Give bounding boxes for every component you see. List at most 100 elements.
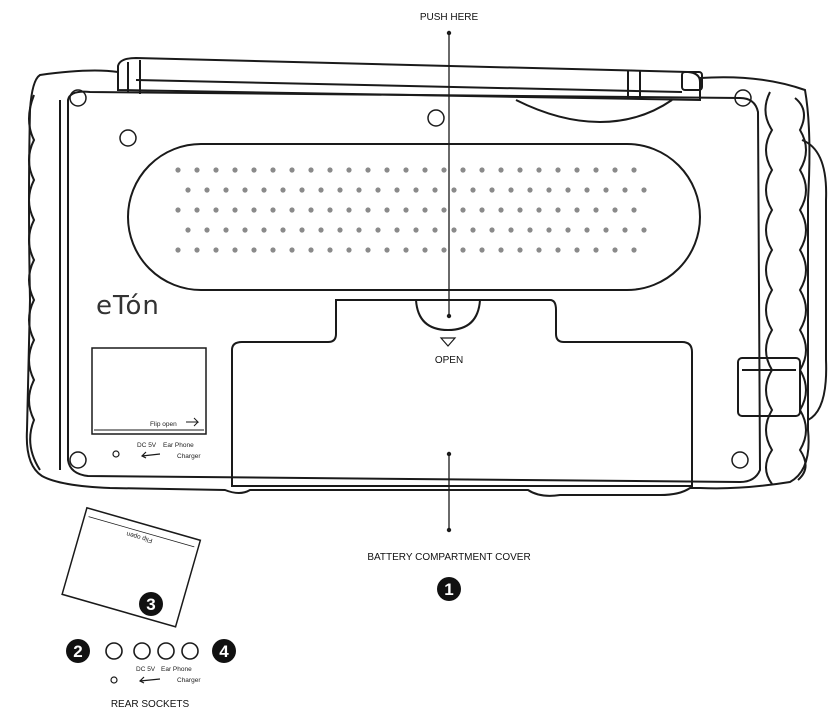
grille-hole — [641, 227, 647, 233]
grille-hole — [593, 207, 599, 213]
grille-hole — [631, 167, 637, 173]
grille-hole — [270, 207, 276, 213]
grille-hole — [460, 207, 466, 213]
grille-hole — [185, 227, 191, 233]
grille-hole — [413, 187, 419, 193]
grille-hole — [327, 207, 333, 213]
svg-text:4: 4 — [219, 642, 229, 661]
grille-hole — [612, 247, 618, 253]
grille-hole — [308, 207, 314, 213]
antenna-socket — [105, 642, 123, 660]
grille-hole — [232, 247, 238, 253]
grille-hole — [346, 167, 352, 173]
grille-hole — [375, 187, 381, 193]
grille-hole — [175, 167, 181, 173]
grille-hole — [204, 227, 210, 233]
svg-text:2: 2 — [73, 642, 82, 661]
grille-hole — [536, 247, 542, 253]
grille-hole — [337, 227, 343, 233]
grille-hole — [403, 247, 409, 253]
grille-hole — [603, 187, 609, 193]
grille-hole — [394, 227, 400, 233]
grille-hole — [622, 187, 628, 193]
grille-hole — [365, 247, 371, 253]
grille-hole — [308, 167, 314, 173]
grille-hole — [403, 207, 409, 213]
grille-hole — [460, 247, 466, 253]
push-notch — [415, 299, 481, 332]
grille-hole — [204, 187, 210, 193]
grille-hole — [422, 207, 428, 213]
grille-hole — [308, 247, 314, 253]
grille-hole — [555, 207, 561, 213]
socket-door — [91, 347, 207, 435]
callout-4: 4 — [212, 639, 236, 663]
grille-hole — [213, 247, 219, 253]
grille-hole — [508, 227, 514, 233]
grille-hole — [194, 167, 200, 173]
grille-hole — [384, 167, 390, 173]
grille-hole — [299, 187, 305, 193]
grille-hole — [555, 247, 561, 253]
callout-2: 2 — [66, 639, 90, 663]
grille-hole — [536, 167, 542, 173]
grille-hole — [232, 207, 238, 213]
body-dc-arrow-icon — [140, 451, 161, 459]
grille-hole — [498, 167, 504, 173]
speaker-grille — [127, 143, 701, 291]
callout-1: 1 — [437, 577, 461, 601]
grille-hole — [574, 247, 580, 253]
grille-hole — [451, 187, 457, 193]
rear-sockets-label: REAR SOCKETS — [111, 699, 190, 710]
grille-hole — [175, 207, 181, 213]
grille-hole — [356, 187, 362, 193]
grille-hole — [413, 227, 419, 233]
body-charger-label: Charger — [177, 453, 201, 460]
screws — [69, 89, 752, 469]
grille-hole — [612, 207, 618, 213]
grille-hole — [479, 207, 485, 213]
grille-hole — [555, 167, 561, 173]
right-grip — [764, 91, 807, 485]
grille-hole — [318, 187, 324, 193]
grille-hole — [251, 167, 257, 173]
grille-hole — [479, 167, 485, 173]
grille-hole — [631, 207, 637, 213]
grille-hole — [261, 227, 267, 233]
rear-earphone-label: Ear Phone — [161, 666, 192, 673]
callout-3: 3 — [139, 592, 163, 616]
grille-hole — [384, 247, 390, 253]
grille-hole — [213, 167, 219, 173]
grille-hole — [213, 207, 219, 213]
grille-hole — [403, 167, 409, 173]
grille-hole — [299, 227, 305, 233]
svg-text:3: 3 — [146, 595, 155, 614]
grille-hole — [603, 227, 609, 233]
rear-dc-label: DC 5V — [136, 666, 156, 673]
flip-open-arrow-icon — [186, 417, 200, 427]
grille-hole — [584, 187, 590, 193]
grille-hole — [318, 227, 324, 233]
rear-charger-label: Charger — [177, 677, 201, 684]
grille-hole — [356, 227, 362, 233]
grille-hole — [593, 167, 599, 173]
grille-hole — [384, 207, 390, 213]
dc-5v-socket — [133, 642, 151, 660]
grille-hole — [451, 227, 457, 233]
battery-compartment-cover — [231, 299, 693, 487]
grille-hole — [641, 187, 647, 193]
grille-hole — [422, 167, 428, 173]
grille-hole — [394, 187, 400, 193]
grille-dots — [175, 167, 647, 253]
grille-hole — [441, 167, 447, 173]
grille-hole — [622, 227, 628, 233]
grille-hole — [565, 187, 571, 193]
left-grip — [28, 94, 61, 471]
body-antenna-socket-icon — [112, 450, 120, 458]
grille-hole — [631, 247, 637, 253]
grille-hole — [251, 247, 257, 253]
grille-hole — [289, 207, 295, 213]
grille-hole — [470, 187, 476, 193]
grille-hole — [508, 187, 514, 193]
